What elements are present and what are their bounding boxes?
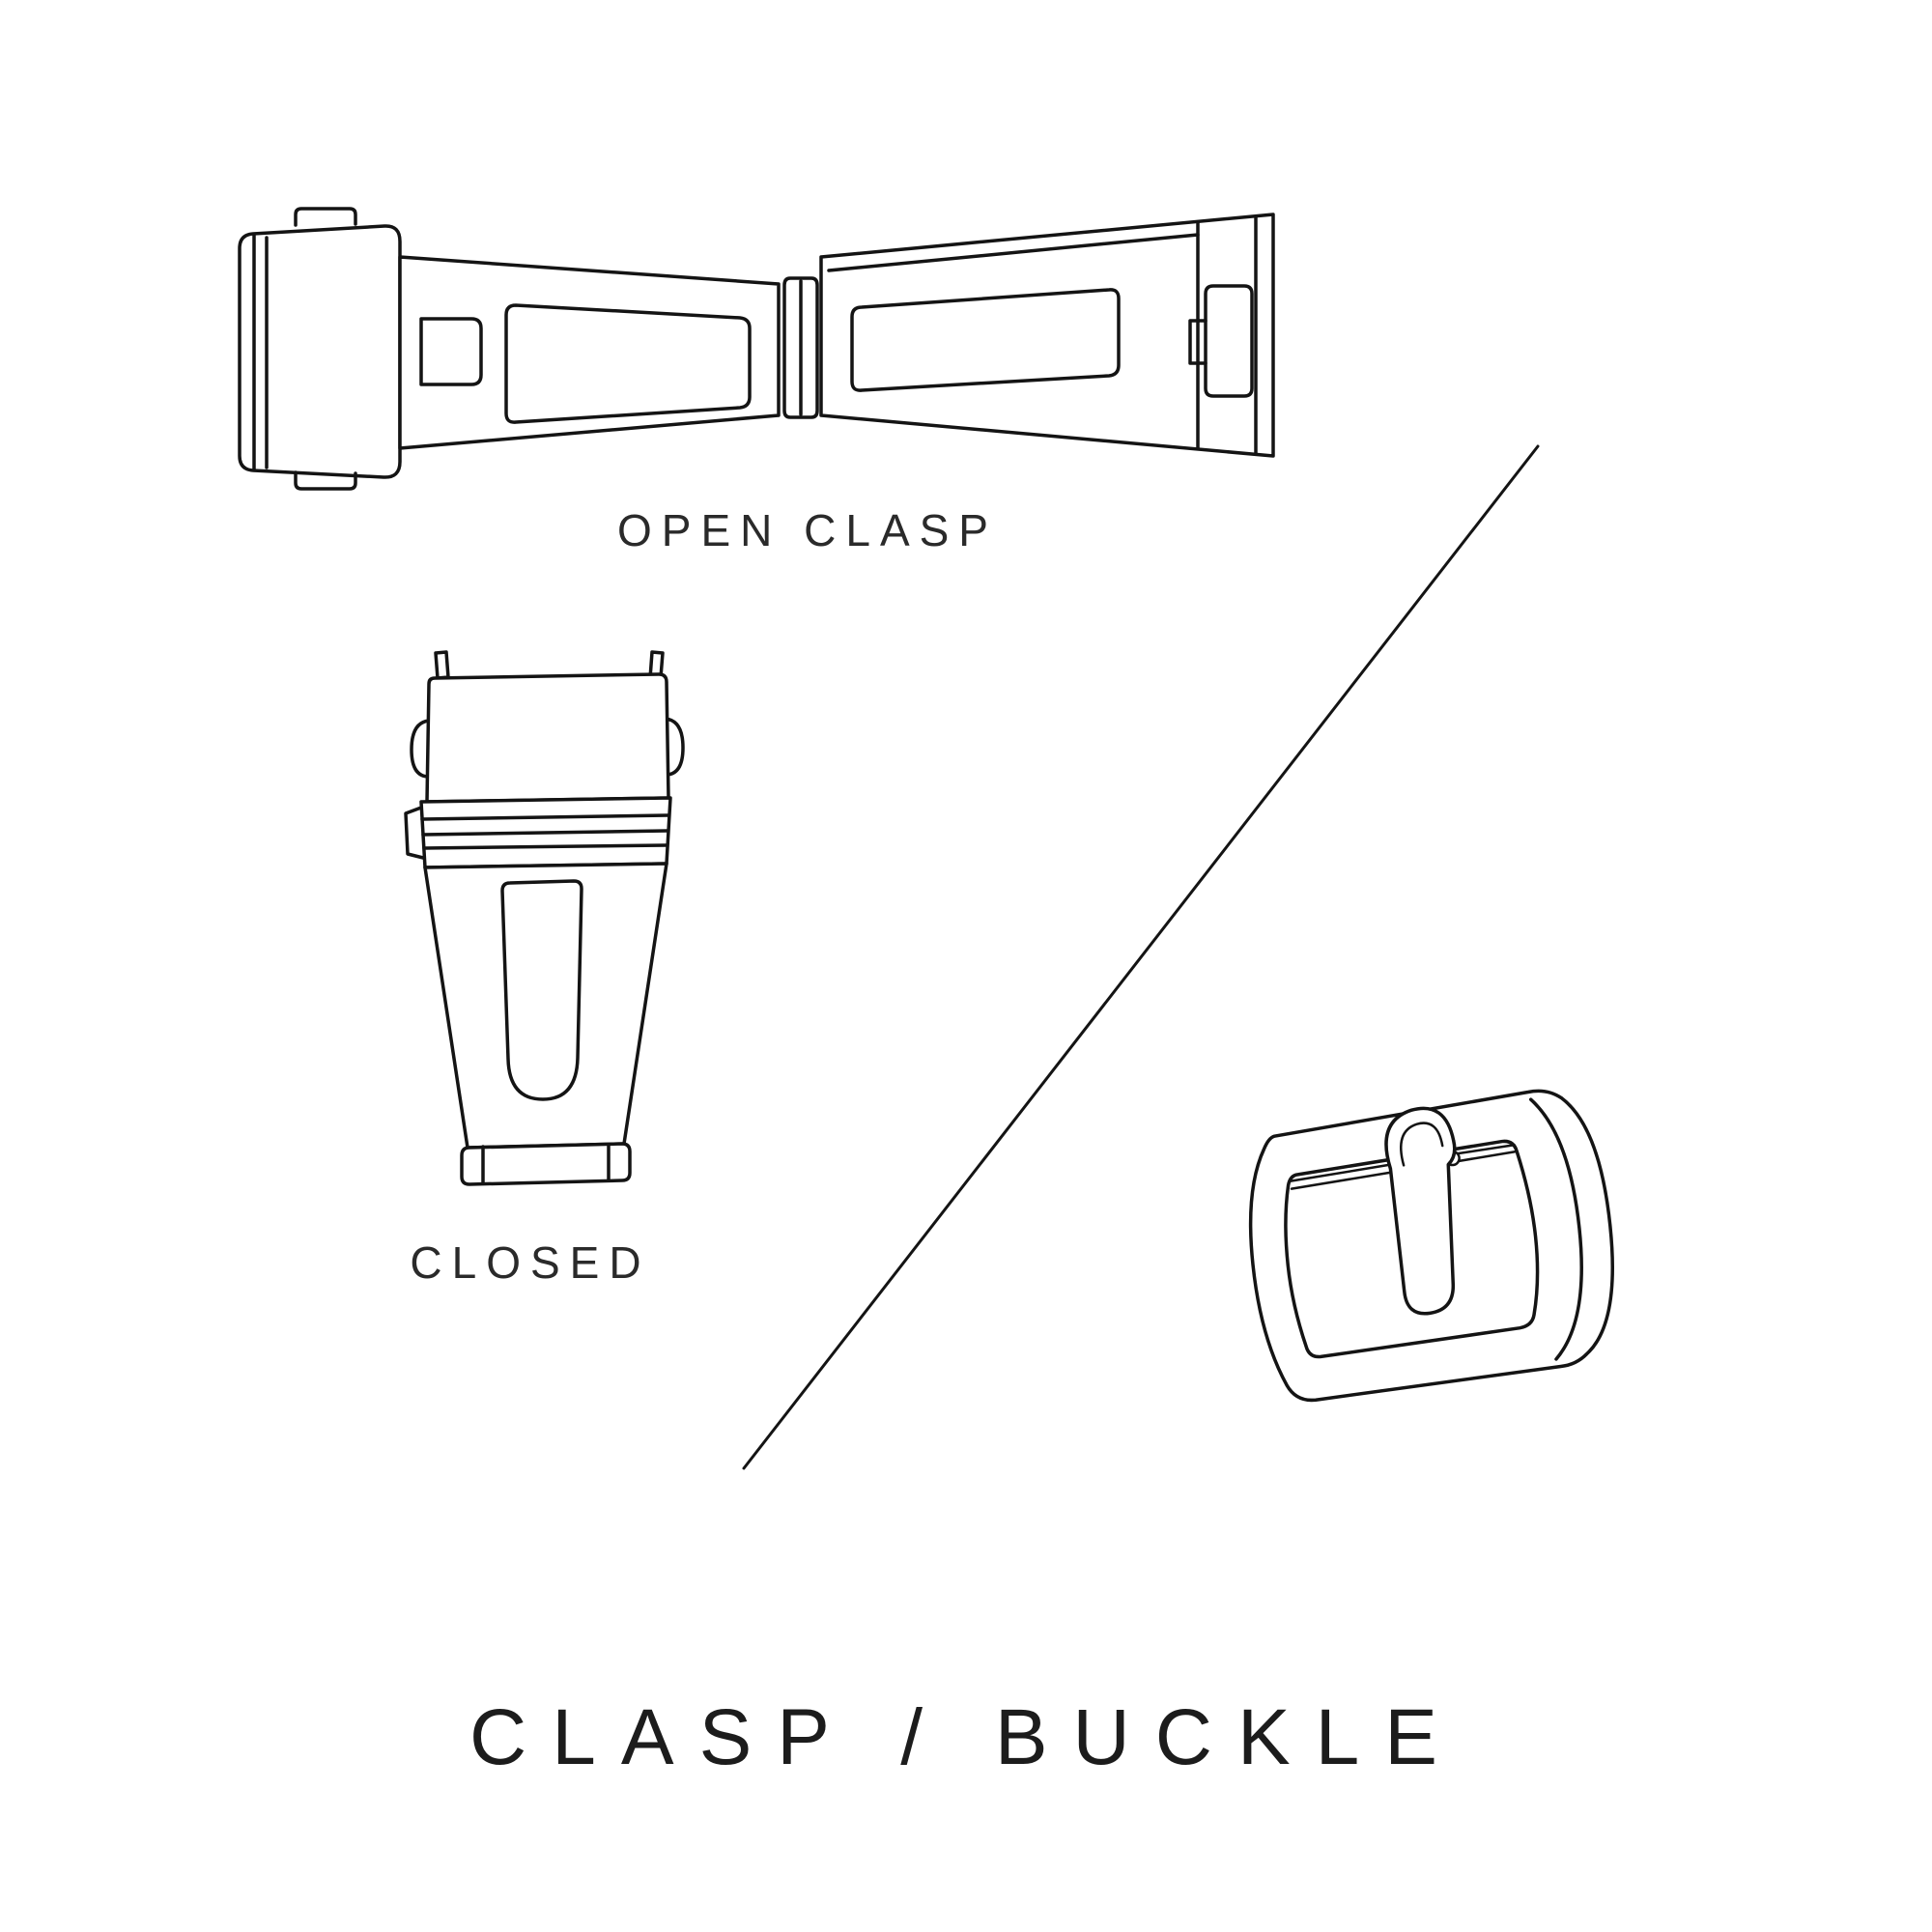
page-title: CLASP / BUCKLE bbox=[469, 1693, 1463, 1781]
diagonal-divider-line bbox=[742, 444, 1540, 1470]
closed-clasp-label: CLOSED bbox=[410, 1237, 651, 1288]
buckle-illustration bbox=[1248, 1089, 1615, 1403]
open-clasp-label: OPEN CLASP bbox=[617, 505, 998, 555]
open-clasp-illustration bbox=[238, 207, 1275, 491]
closed-clasp-illustration bbox=[404, 650, 685, 1186]
